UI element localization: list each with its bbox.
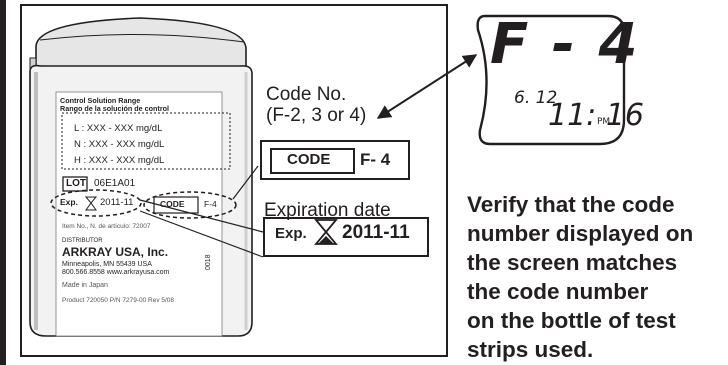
range-h: H : XXX - XXX mg/dL: [74, 155, 165, 166]
exp-callout-line1: [139, 199, 264, 233]
side-number: 0018: [205, 254, 212, 270]
label-title: Control Solution Range: [60, 96, 141, 105]
display-ampm: PM: [597, 117, 611, 127]
code-tag-box: [270, 148, 355, 174]
code-callout-box: CODE F- 4: [260, 140, 410, 180]
code-no-title: Code No.: [266, 84, 347, 105]
instruction-line: the screen matches: [467, 250, 678, 275]
exp-callout-box: [263, 217, 429, 257]
distributor-heading: DISTRIBUTOR: [62, 238, 103, 244]
instruction-line: the code number: [467, 279, 649, 304]
label-exp-value: 2011-11: [100, 197, 134, 208]
label-title-spanish: Rango de la solución de control: [60, 104, 170, 113]
display-code: F - 4: [490, 12, 640, 77]
code-tag: CODE: [287, 151, 331, 168]
illustration-frame: [20, 4, 448, 357]
exp-callout-line2: [139, 210, 264, 258]
exp-value: 2011-11: [342, 222, 410, 243]
item-no: Item No., N. de artículo: 72007: [62, 223, 151, 230]
exp-tag: Exp.: [275, 225, 307, 242]
lot-tag: LOT: [66, 178, 86, 189]
expiration-title: Expiration date: [264, 200, 391, 221]
label-code-value: F-4: [204, 199, 217, 209]
code-highlight-oval: [143, 191, 237, 219]
label-code-tag: CODE: [160, 199, 185, 209]
instruction-line: on the bottle of test: [467, 308, 676, 333]
hourglass-icon-small: [84, 196, 98, 211]
code-callout-line: [232, 165, 259, 200]
range-box: [61, 112, 231, 170]
instruction-line: number displayed on: [467, 221, 694, 246]
bottle-lid: [35, 17, 247, 69]
label-exp-tag: Exp.: [60, 197, 78, 207]
hourglass-icon: [314, 219, 338, 245]
instruction-text: Verify that the code number displayed on…: [467, 190, 727, 364]
product-line: Product 720050 P/N 7279-00 Rev 5/08: [62, 297, 175, 304]
lot-value: 06E1A01: [94, 178, 136, 189]
range-n: N : XXX - XXX mg/dL: [74, 139, 165, 150]
range-l: L : XXX - XXX mg/dL: [74, 123, 163, 134]
display-date: 6. 12: [514, 88, 558, 108]
phone-web: 800.566.8558 www.arkrayusa.com: [62, 269, 170, 276]
meter-display: [476, 14, 626, 146]
display-arrow: [376, 54, 478, 119]
display-time: 11: 16: [548, 98, 644, 133]
instruction-line: strips used.: [467, 337, 594, 362]
code-no-range: (F-2, 3 or 4): [266, 105, 367, 126]
code-value: F- 4: [360, 150, 391, 169]
made-in: Made in Japan: [62, 282, 108, 289]
instruction-line: Verify that the code: [467, 192, 675, 217]
company-name: ARKRAY USA, Inc.: [62, 245, 169, 259]
left-margin-bar: [0, 0, 6, 365]
address: Minneapolis, MN 55439 USA: [62, 261, 152, 268]
exp-highlight-oval: [50, 189, 142, 217]
